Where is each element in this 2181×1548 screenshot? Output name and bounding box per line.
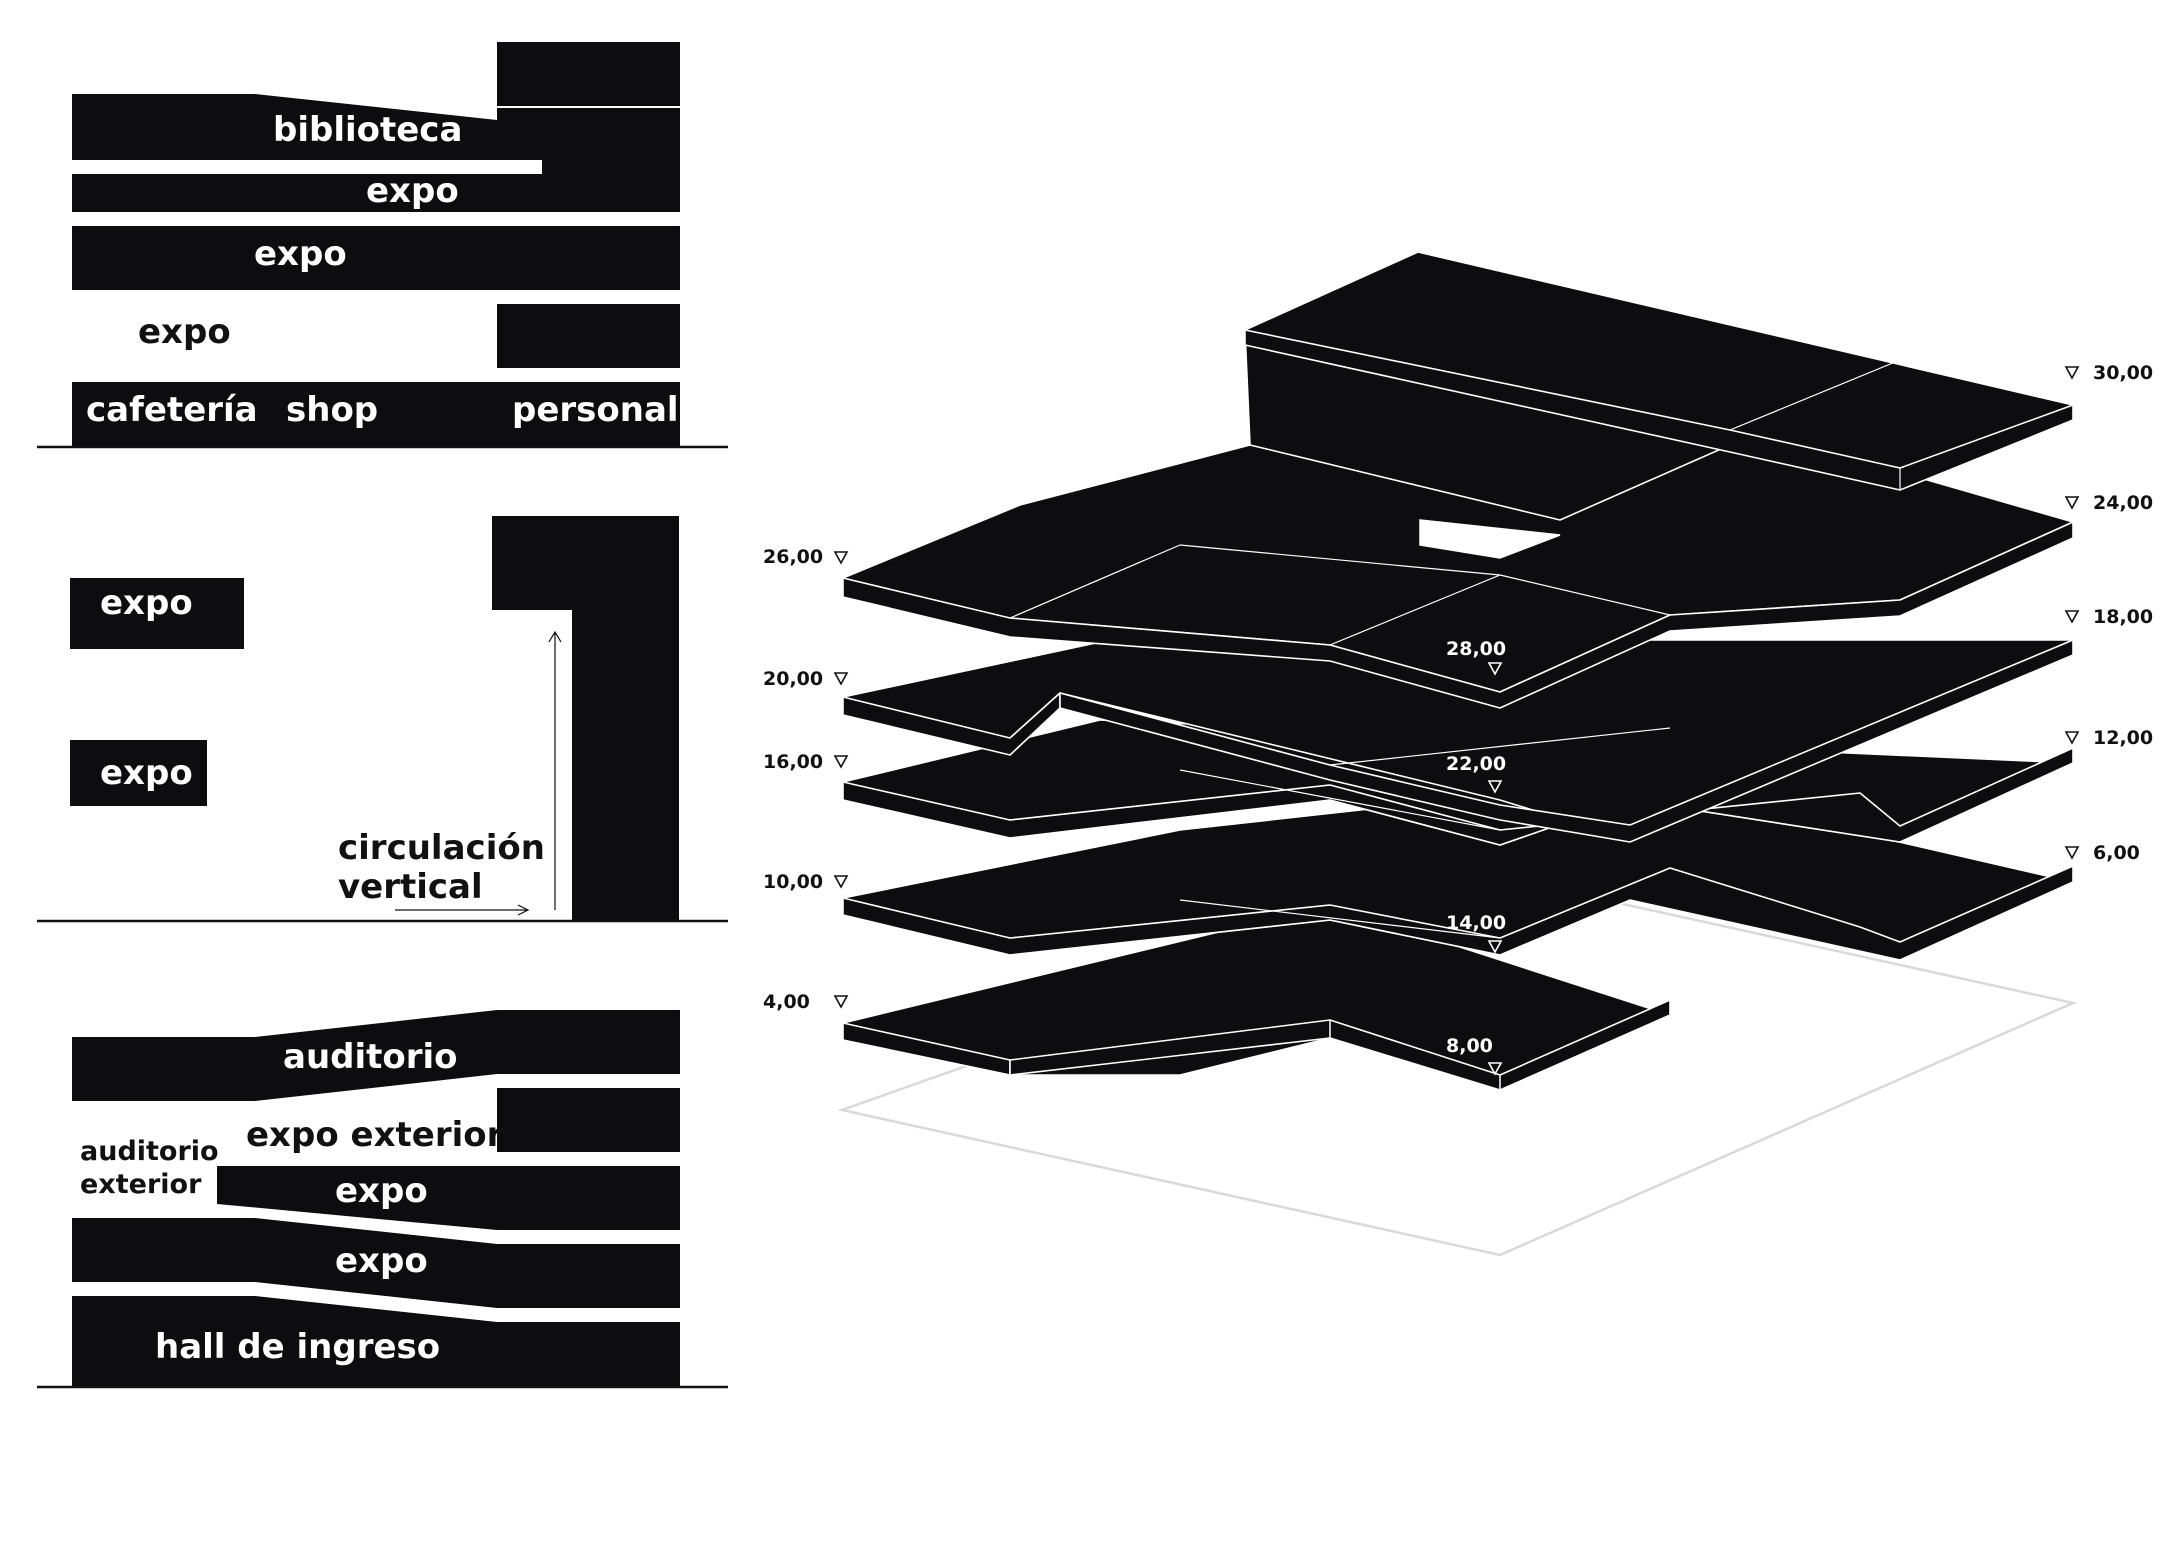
triangle-icon (2064, 846, 2080, 860)
block-expo-left-2 (70, 740, 207, 806)
level-right-24: 24,00 (2093, 492, 2153, 514)
block-top-right (497, 42, 680, 106)
block-small-right-bottom (497, 1088, 680, 1152)
level-inner-14: 14,00 (1446, 912, 1506, 934)
label-auditorio-exterior-1: auditorio (80, 1136, 219, 1167)
triangle-icon (2064, 610, 2080, 624)
label-expo-slope: expo (335, 1241, 428, 1281)
level-left-4: 4,00 (763, 991, 810, 1013)
level-left-16: 16,00 (763, 751, 823, 773)
level-left-26: 26,00 (763, 546, 823, 568)
level-markers-inner: 28,00 22,00 14,00 8,00 (1446, 638, 1506, 1076)
block-circulation-core (492, 516, 679, 921)
triangle-icon (833, 672, 849, 686)
arrow-horizontal (395, 904, 530, 916)
label-vertical: vertical (338, 867, 483, 907)
block-expo-upper (72, 174, 680, 212)
level-left-20: 20,00 (763, 668, 823, 690)
block-expo-mid (72, 226, 680, 290)
label-expo-mid: expo (254, 234, 347, 274)
arrow-vertical (548, 630, 562, 910)
slab-level-30 (1244, 251, 2074, 521)
level-inner-22: 22,00 (1446, 753, 1506, 775)
block-auditorio (72, 1010, 680, 1101)
axonometric-stack: 26,00 20,00 16,00 10,00 4,00 30,00 24,00… (763, 251, 2153, 1257)
level-right-18: 18,00 (2093, 606, 2153, 628)
label-expo-upper: expo (366, 171, 459, 211)
label-circulacion: circulación (338, 828, 545, 868)
slab-level-26 (842, 399, 2074, 709)
triangle-icon (2064, 731, 2080, 745)
label-auditorio: auditorio (283, 1037, 458, 1077)
label-auditorio-exterior-2: exterior (80, 1169, 202, 1200)
triangle-icon (2064, 366, 2080, 380)
level-inner-28: 28,00 (1446, 638, 1506, 660)
block-expo-step (217, 1166, 680, 1230)
section-top: biblioteca expo expo expo cafetería shop… (37, 42, 728, 449)
level-right-30: 30,00 (2093, 362, 2153, 384)
label-cafeteria: cafetería (86, 390, 258, 430)
level-markers-left: 26,00 20,00 16,00 10,00 4,00 (763, 546, 849, 1013)
triangle-icon (833, 755, 849, 769)
label-biblioteca: biblioteca (273, 110, 462, 150)
triangle-icon (1487, 662, 1503, 676)
label-hall: hall de ingreso (155, 1327, 440, 1367)
section-bottom: auditorio expo exterior auditorio exteri… (37, 1010, 728, 1389)
level-markers-right: 30,00 24,00 18,00 12,00 6,00 (2064, 362, 2153, 864)
label-expo-step: expo (335, 1171, 428, 1211)
level-right-12: 12,00 (2093, 727, 2153, 749)
label-expo-open: expo (138, 312, 231, 352)
block-ground (72, 382, 680, 446)
level-right-6: 6,00 (2093, 842, 2140, 864)
triangle-icon (833, 551, 849, 565)
block-hall (72, 1296, 680, 1386)
level-left-10: 10,00 (763, 871, 823, 893)
triangle-icon (833, 995, 849, 1009)
block-expo-slope (72, 1218, 680, 1308)
block-biblioteca (72, 94, 680, 212)
block-expo-left-1 (70, 578, 244, 649)
triangle-icon (833, 875, 849, 889)
triangle-icon (1487, 1062, 1503, 1076)
block-small-right (497, 304, 680, 368)
triangle-icon (1487, 940, 1503, 954)
section-middle: expo expo circulación vertical (37, 516, 728, 923)
level-inner-8: 8,00 (1446, 1035, 1493, 1057)
triangle-icon (2064, 496, 2080, 510)
triangle-icon (1487, 780, 1503, 794)
label-personal: personal (512, 390, 679, 430)
label-shop: shop (286, 390, 378, 430)
label-expo-left-1: expo (100, 583, 193, 623)
label-expo-left-2: expo (100, 753, 193, 793)
label-expo-exterior: expo exterior (246, 1115, 504, 1155)
